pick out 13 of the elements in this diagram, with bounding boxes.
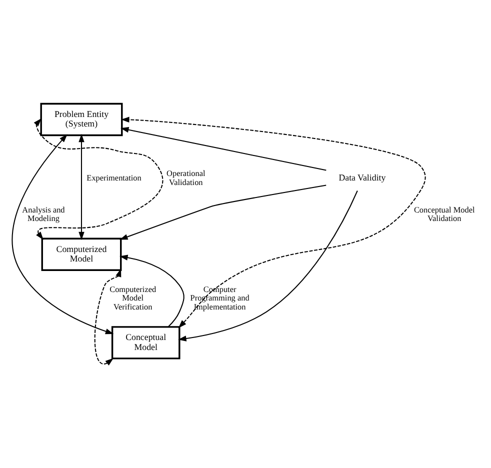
arrow	[78, 134, 84, 240]
node-box: Problem Entity (System)	[40, 102, 122, 136]
arrow	[33, 118, 163, 240]
arrow	[94, 268, 121, 366]
arrow	[120, 116, 426, 328]
node-box: Conceptual Model	[110, 326, 180, 360]
node-box: Computerized Model	[40, 238, 122, 271]
node-text: Data Validity	[338, 172, 386, 183]
arrow	[119, 184, 326, 240]
arrow	[120, 127, 326, 171]
arrow	[119, 254, 184, 328]
arrow	[178, 190, 358, 342]
arrow	[11, 134, 114, 334]
